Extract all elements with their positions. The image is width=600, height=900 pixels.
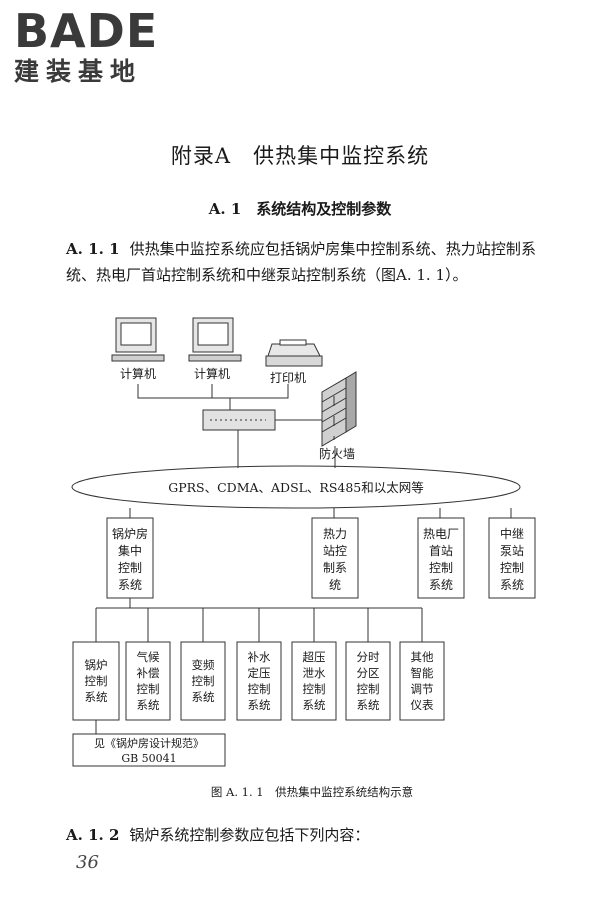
paragraph-text: 锅炉系统控制参数应包括下列内容： xyxy=(129,826,370,844)
system-label: 泵站 xyxy=(500,544,524,558)
system-label: 系统 xyxy=(118,578,142,592)
computer-icon xyxy=(111,317,165,362)
subsystem-box xyxy=(291,641,337,721)
system-label: 热力 xyxy=(323,527,347,541)
subsystem-label: 系统 xyxy=(248,698,271,712)
printer-icon xyxy=(265,339,323,367)
system-label: 统 xyxy=(329,578,341,592)
system-box-relay-pump xyxy=(488,517,536,599)
subsystem-label: 控制 xyxy=(357,682,380,696)
reference-label: GB 50041 xyxy=(121,752,176,765)
section-title: A. 1 系统结构及控制参数 xyxy=(208,200,392,218)
network-label: GPRS、CDMA、ADSL、RS485和以太网等 xyxy=(168,480,424,495)
subsystem-label: 分时 xyxy=(357,650,380,664)
subsystem-label: 控制 xyxy=(248,682,271,696)
system-label: 控制 xyxy=(118,561,142,575)
logo-subtitle: 建装基地 xyxy=(14,57,143,86)
subsystem-label: 系统 xyxy=(357,698,380,712)
subsystem-box xyxy=(236,641,282,721)
system-label: 系统 xyxy=(429,578,453,592)
computer-label: 计算机 xyxy=(120,366,156,381)
subsystem-label: 系统 xyxy=(303,698,326,712)
subsystem-box xyxy=(125,641,171,721)
network-hub-icon xyxy=(202,409,276,431)
subsystem-box xyxy=(180,641,226,721)
subsystem-label: 仪表 xyxy=(411,698,434,712)
subsystem-box xyxy=(345,641,391,721)
system-label: 系统 xyxy=(500,578,524,592)
system-label: 站控 xyxy=(323,544,347,558)
subsystem-label: 分区 xyxy=(357,666,380,680)
system-label: 集中 xyxy=(118,543,142,558)
page-number: 36 xyxy=(76,852,99,873)
subsystem-label: 控制 xyxy=(85,674,108,688)
reference-box xyxy=(72,733,226,767)
paragraph-number: A. 1. 1 xyxy=(66,240,120,258)
reference-label: 见《锅炉房设计规范》 xyxy=(94,736,204,750)
system-label: 控制 xyxy=(500,561,524,575)
computer-icon xyxy=(188,317,242,362)
subsystem-label: 超压 xyxy=(303,650,326,664)
system-label: 热电厂 xyxy=(423,527,459,541)
system-label: 中继 xyxy=(500,526,524,541)
firewall-icon xyxy=(321,371,357,447)
paragraph-a112: A. 1. 2 锅炉系统控制参数应包括下列内容： xyxy=(66,822,536,848)
subsystem-label: 系统 xyxy=(192,690,215,704)
subsystem-label: 智能 xyxy=(411,666,434,680)
subsystem-label: 控制 xyxy=(192,674,215,688)
subsystem-label: 系统 xyxy=(137,698,160,712)
logo-brand: BADE xyxy=(14,4,159,58)
appendix-title: 附录A 供热集中监控系统 xyxy=(170,144,430,168)
system-label: 首站 xyxy=(429,544,453,558)
paragraph-number: A. 1. 2 xyxy=(66,826,120,844)
paragraph-text: 供热集中监控系统应包括锅炉房集中控制系统、热力站控制系统、热电厂首站控制系统和中… xyxy=(66,240,536,284)
subsystem-label: 调节 xyxy=(411,682,434,696)
network-ellipse xyxy=(71,465,521,509)
system-box-power-plant xyxy=(417,517,465,599)
figure-caption: 图 A. 1. 1 供热集中监控系统结构示意 xyxy=(211,785,413,799)
subsystem-label: 变频 xyxy=(192,658,215,672)
subsystem-label: 控制 xyxy=(137,682,160,696)
computer-label: 计算机 xyxy=(194,366,230,381)
firewall-label: 防火墙 xyxy=(319,446,355,461)
subsystem-label: 系统 xyxy=(85,690,108,704)
subsystem-label: 气候 xyxy=(137,650,160,664)
printer-label: 打印机 xyxy=(270,371,306,385)
system-label: 控制 xyxy=(429,561,453,575)
subsystem-label: 锅炉 xyxy=(85,658,108,672)
subsystem-label: 补偿 xyxy=(137,666,160,680)
system-label: 锅炉房 xyxy=(112,526,148,541)
system-box-heat-station xyxy=(311,517,359,599)
logo: BADE 建装基地 xyxy=(14,6,158,86)
subsystem-label: 定压 xyxy=(248,666,271,680)
subsystem-label: 控制 xyxy=(303,682,326,696)
subsystem-label: 泄水 xyxy=(303,666,326,680)
system-label: 制系 xyxy=(323,561,347,575)
subsystem-label: 其他 xyxy=(411,650,434,664)
subsystem-box xyxy=(399,641,445,721)
subsystem-label: 补水 xyxy=(248,650,271,664)
